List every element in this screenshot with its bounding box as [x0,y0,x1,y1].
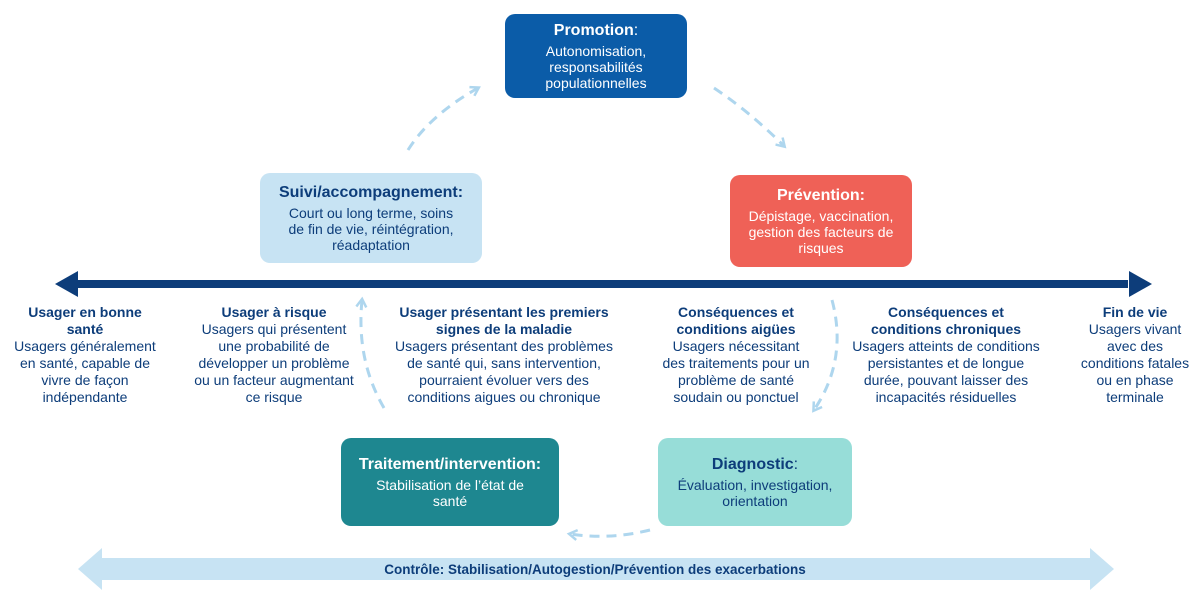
stage-desc: terminale [1106,389,1164,405]
stage-desc: en santé, capable de [20,355,150,371]
stage-desc: avec des [1106,338,1164,354]
stage-bonne-sante: Usager en bonne santé Usagers généraleme… [4,304,166,406]
stage-fin-de-vie: Fin de vie Usagers vivant avec des condi… [1072,304,1198,406]
stage-a-risque: Usager à risque Usagers qui présentent u… [186,304,362,406]
diagnostic-box: Diagnostic: Évaluation, investigation, o… [658,438,852,526]
stage-title: santé [66,321,104,337]
stage-conditions-aigues: Conséquences et conditions aigües Usager… [650,304,822,406]
promotion-line: responsabilités [549,59,643,75]
prevention-line: gestion des facteurs de [748,224,894,240]
stage-desc: Usagers atteints de conditions [852,338,1040,354]
dashed-arrow-prevention-to-diagnostic [814,299,839,410]
traitement-title: Traitement/intervention: [358,456,542,473]
stage-title: Conséquences et [678,304,794,320]
prevention-line: Dépistage, vaccination, [748,208,894,224]
dashed-arrow-suivi-to-promotion [406,88,478,151]
stage-desc: durée, pouvant laisser des [863,372,1029,388]
promotion-line: populationnelles [545,75,647,91]
stage-desc: pourraient évoluer vers des [419,372,589,388]
diagnostic-line: Évaluation, investigation, [677,477,833,493]
stage-title: Usager présentant les premiers [399,304,609,320]
stage-title: Fin de vie [1102,304,1168,320]
stage-desc: vivre de façon [41,372,129,388]
stage-desc: Usagers généralement [14,338,156,354]
stage-desc: Usagers qui présentent [201,321,347,337]
stage-desc: soudain ou ponctuel [673,389,799,405]
stage-desc: persistantes et de longue [867,355,1025,371]
stage-desc: ce risque [245,389,303,405]
suivi-line: Court ou long terme, soins [288,205,454,221]
stage-desc: une probabilité de [218,338,330,354]
suivi-title: Suivi/accompagnement: [278,184,464,201]
suivi-box: Suivi/accompagnement: Court ou long term… [260,173,482,263]
stage-desc: problème de santé [678,372,794,388]
diagnostic-title: Diagnostic: [711,456,799,473]
dashed-arrow-diagnostic-to-traitement [570,528,651,536]
stage-title: conditions chroniques [870,321,1022,337]
dashed-arrow-traitement-to-suivi [361,300,386,409]
control-arrow-label: Contrôle: Stabilisation/Autogestion/Prév… [384,562,806,577]
stage-desc: incapacités résiduelles [875,389,1017,405]
traitement-line: Stabilisation de l’état de [376,477,524,493]
prevention-title: Prévention: [776,187,865,204]
timeline-arrow [55,271,1152,297]
stage-conditions-chroniques: Conséquences et conditions chroniques Us… [846,304,1046,406]
prevention-box: Prévention: Dépistage, vaccination, gest… [730,175,912,267]
stage-title: Usager en bonne [28,304,142,320]
prevention-line: risques [798,240,844,256]
stage-desc: conditions aigues ou chronique [407,389,601,405]
stage-desc: ou en phase [1096,372,1174,388]
stage-desc: Usagers présentant des problèmes [395,338,613,354]
stage-desc: Usagers vivant [1088,321,1182,337]
traitement-line: santé [432,493,468,509]
diagnostic-line: orientation [722,493,788,509]
traitement-box: Traitement/intervention: Stabilisation d… [341,438,559,526]
stage-premiers-signes: Usager présentant les premiers signes de… [386,304,622,406]
stage-title: Usager à risque [221,304,327,320]
stage-desc: conditions fatales [1080,355,1190,371]
promotion-line: Autonomisation, [545,43,647,59]
stage-desc: développer un problème [198,355,350,371]
control-arrow [78,548,1114,590]
suivi-line: de fin de vie, réintégration, [288,221,454,237]
promotion-box: Promotion: Autonomisation, responsabilit… [505,14,687,98]
stage-desc: ou un facteur augmentant [194,372,354,388]
stage-title: Conséquences et [888,304,1004,320]
stage-title: signes de la maladie [435,321,573,337]
stage-desc: de santé qui, sans intervention, [407,355,601,371]
dashed-arrow-promotion-to-prevention [713,86,784,146]
stage-title: conditions aigües [676,321,796,337]
stage-desc: Usagers nécessitant [672,338,800,354]
suivi-line: réadaptation [332,237,410,253]
promotion-title: Promotion: [553,22,639,39]
stage-desc: indépendante [42,389,128,405]
stage-desc: des traitements pour un [662,355,810,371]
